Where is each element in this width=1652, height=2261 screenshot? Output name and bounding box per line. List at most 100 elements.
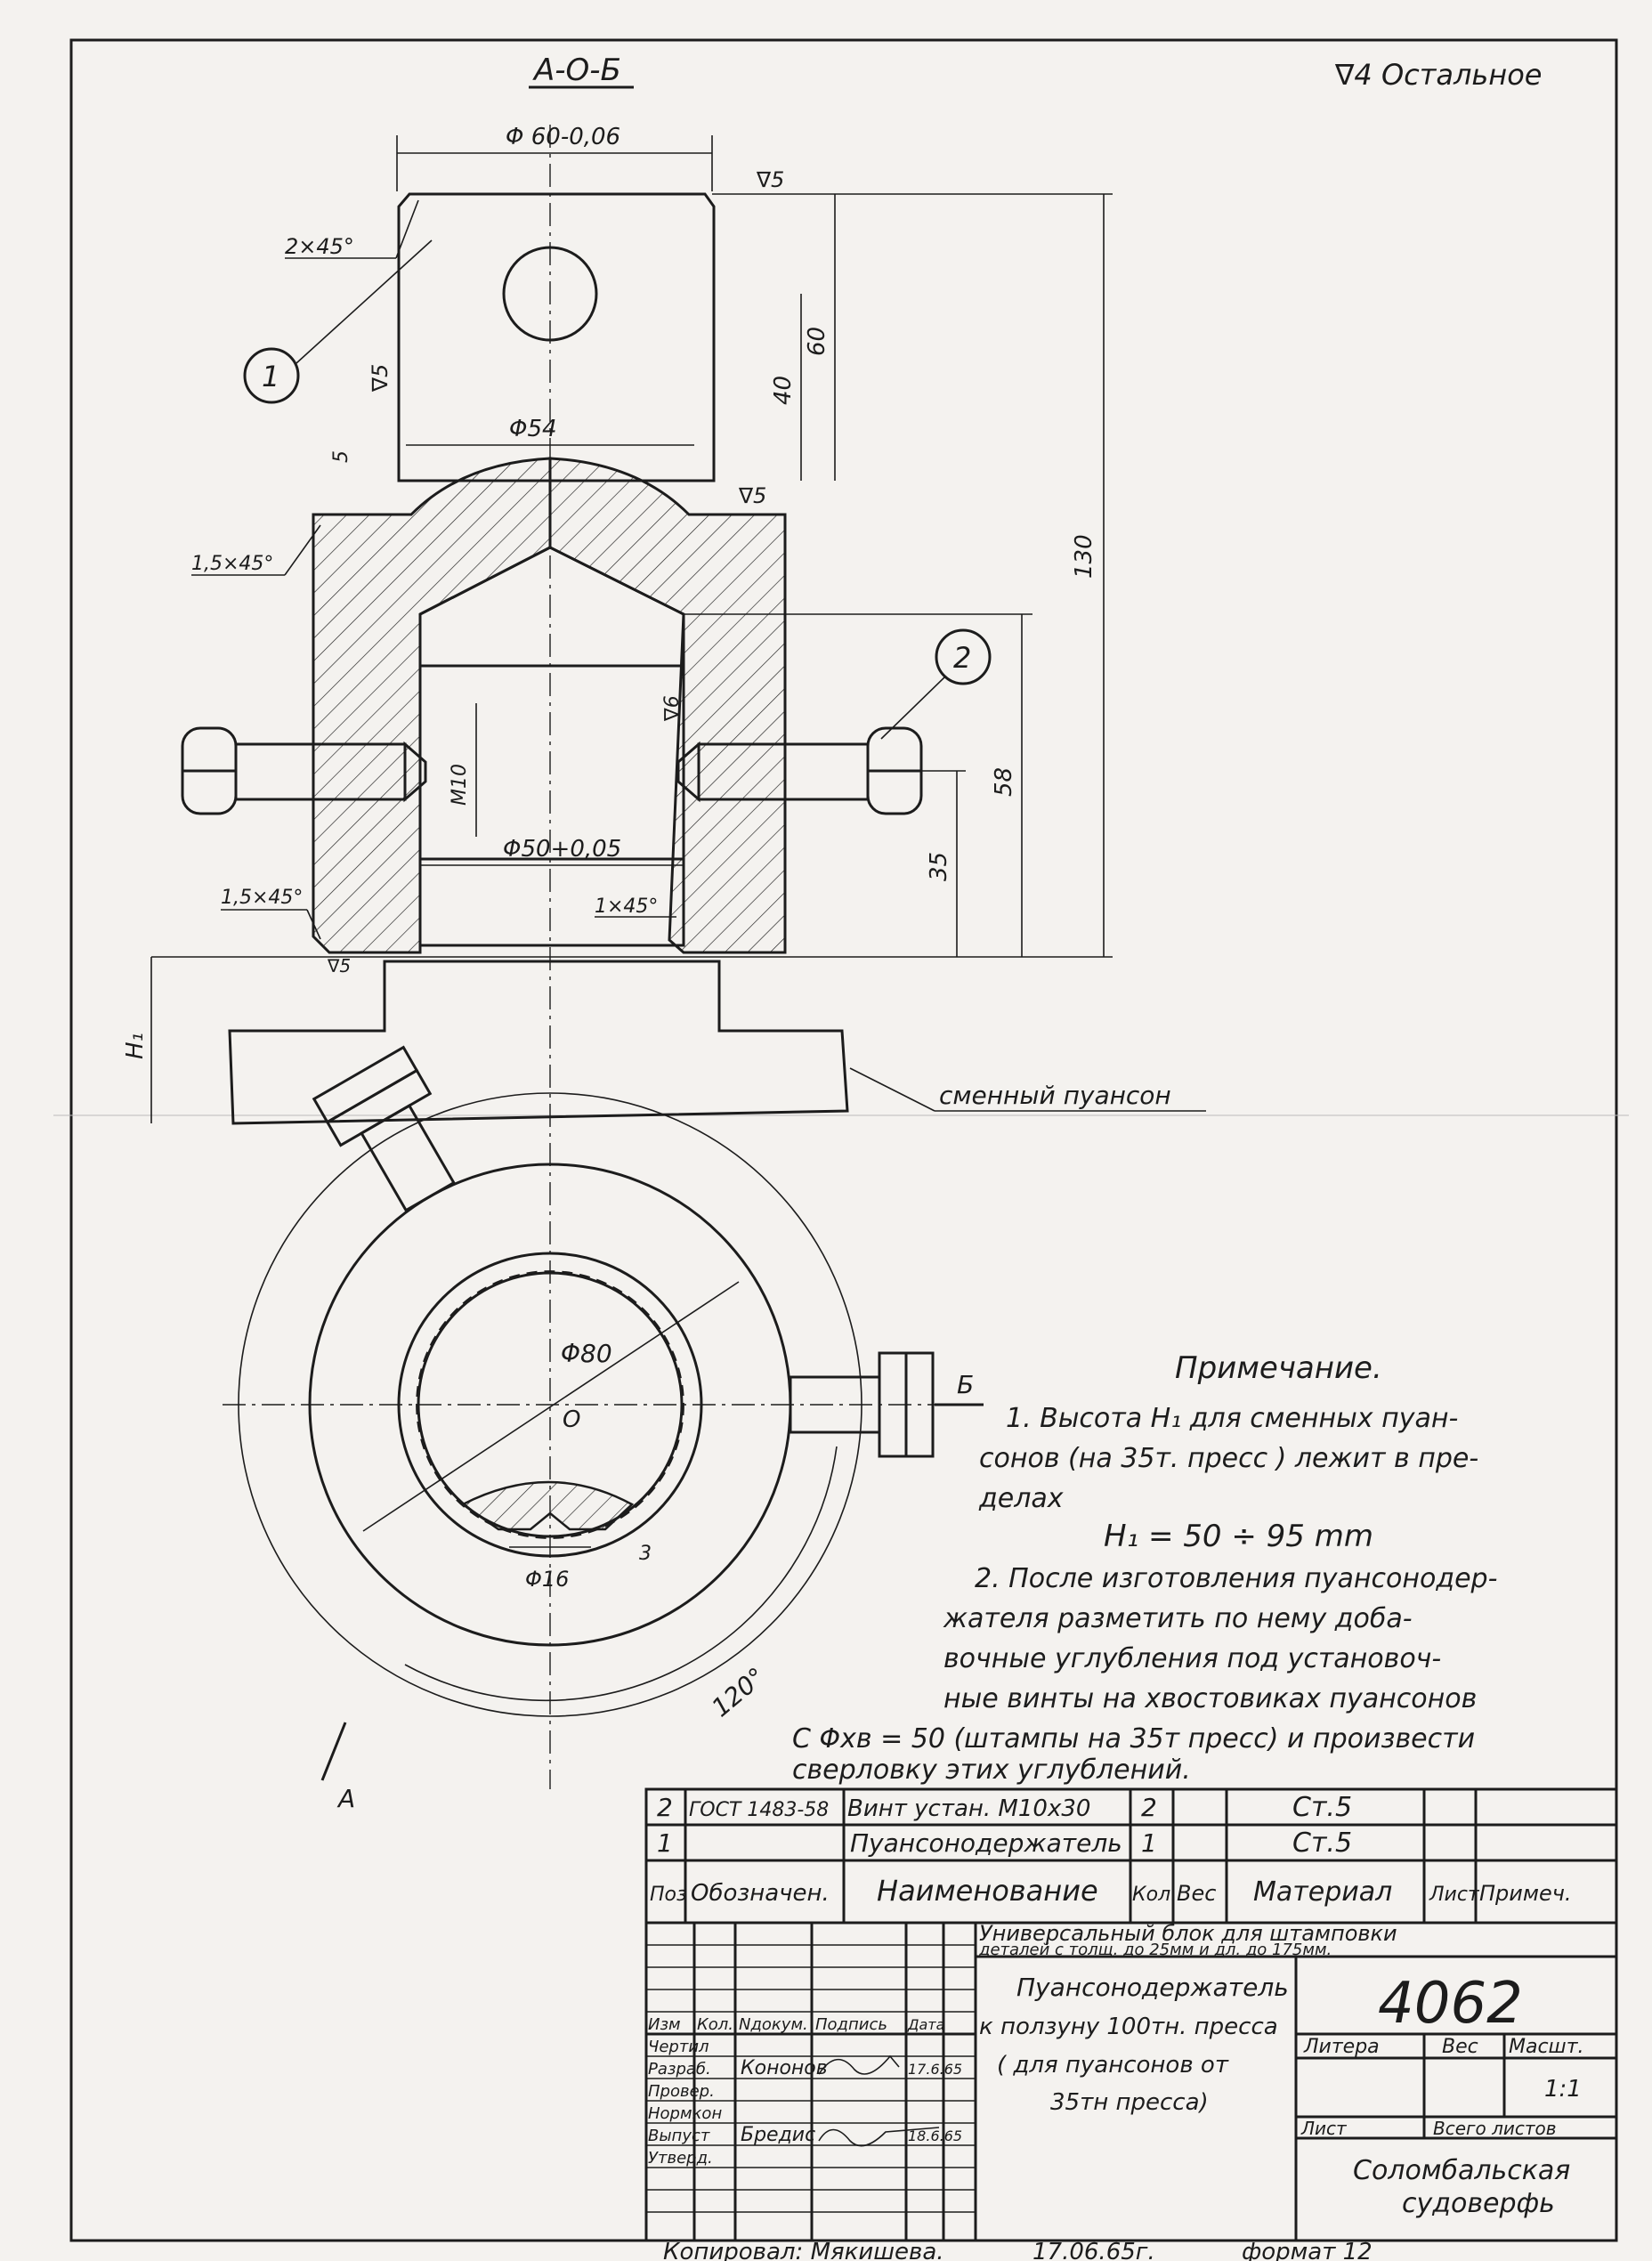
dim-h1: H₁ bbox=[122, 957, 152, 1123]
svg-text:130: 130 bbox=[1071, 534, 1097, 579]
assembly-title-2: деталей с толщ. до 25мм и дл. до 175мм. bbox=[978, 1941, 1332, 1959]
role-prover: Провер. bbox=[648, 2082, 715, 2101]
svg-text:Φ50+0,05: Φ50+0,05 bbox=[503, 836, 621, 863]
angle-120-arc bbox=[404, 1446, 838, 1702]
dim-d54: Φ54 bbox=[406, 416, 694, 446]
col-izm: Изм bbox=[648, 2015, 681, 2034]
center-o: О bbox=[563, 1406, 580, 1433]
header-name: Наименование bbox=[877, 1874, 1098, 1908]
punch-outer-circle bbox=[238, 1092, 862, 1717]
svg-text:40: 40 bbox=[770, 376, 797, 405]
holder-section-right bbox=[548, 457, 787, 954]
note-line-0: 1. Высота H₁ для сменных пуан- bbox=[1006, 1403, 1458, 1434]
svg-text:Φ80: Φ80 bbox=[561, 1339, 612, 1368]
part1-name: Пуансонодержатель bbox=[850, 1828, 1122, 1858]
header-material: Материал bbox=[1253, 1876, 1392, 1908]
finish-shoulder: ∇5 bbox=[738, 483, 766, 508]
note-line-6: вочные углубления под установоч- bbox=[943, 1643, 1441, 1674]
svg-text:Φ 60-0,06: Φ 60-0,06 bbox=[506, 124, 620, 150]
dim-3: 3 bbox=[639, 1543, 652, 1565]
svg-text:35: 35 bbox=[926, 852, 952, 881]
col-sign: Подпись bbox=[815, 2015, 887, 2034]
razrab-name: Кононов bbox=[741, 2057, 828, 2079]
organization-2: судоверфь bbox=[1402, 2188, 1555, 2219]
leader-replaceable-punch: сменный пуансон bbox=[939, 1081, 1171, 1110]
chamfer-15x45-top: 1,5×45° bbox=[191, 553, 273, 575]
note-line-5: жателя разметить по нему доба- bbox=[943, 1603, 1413, 1634]
col-date: Дата bbox=[907, 2016, 944, 2033]
drawing-title-3: ( для пуансонов от bbox=[997, 2052, 1229, 2079]
notes-title: Примечание. bbox=[1175, 1350, 1382, 1386]
drawing-title-1: Пуансонодержатель bbox=[1016, 1973, 1289, 2002]
note-line-3: H₁ = 50 ÷ 95 mm bbox=[1104, 1519, 1373, 1554]
part2-material: Ст.5 bbox=[1292, 1792, 1352, 1823]
section-b: Б bbox=[957, 1370, 974, 1399]
title-block bbox=[644, 1921, 1618, 2242]
finish-bore: ∇6 bbox=[661, 695, 684, 722]
label-list: Лист bbox=[1300, 2118, 1348, 2139]
header-qty: Кол. bbox=[1132, 1884, 1177, 1906]
vypusk-date: 18.6.65 bbox=[908, 2127, 962, 2144]
set-screw-top-left bbox=[312, 1045, 456, 1212]
scale-value: 1:1 bbox=[1544, 2076, 1582, 2103]
note-line-8: С Φхв = 50 (штампы на 35т пресс) и произ… bbox=[792, 1723, 1475, 1755]
assembly-title-1: Универсальный блок для штамповки bbox=[979, 1921, 1397, 1946]
shank-hole bbox=[502, 246, 598, 342]
vypusk-signature bbox=[818, 2127, 940, 2147]
shank-circle bbox=[397, 1252, 703, 1558]
header-designation: Обозначен. bbox=[691, 1880, 830, 1907]
dim-d60: Φ 60-0,06 bbox=[396, 124, 713, 191]
header-note: Примеч. bbox=[1479, 1881, 1572, 1906]
dim-40: 40 bbox=[770, 294, 802, 481]
note-line-1: сонов (на 35т. пресс ) лежит в пре- bbox=[979, 1443, 1478, 1474]
razrab-date: 17.6.65 bbox=[908, 2061, 962, 2078]
dim-130: 130 bbox=[712, 193, 1113, 957]
note-line-2: делах bbox=[978, 1483, 1064, 1514]
bore-outline bbox=[418, 546, 685, 947]
dim-m10: M10 bbox=[449, 703, 477, 837]
finish-bottom: ∇5 bbox=[327, 955, 351, 977]
set-screw-top-right bbox=[789, 1351, 935, 1458]
angle-120: 120° bbox=[706, 1662, 771, 1723]
section-a: А bbox=[336, 1784, 355, 1813]
finish-top-shank: ∇5 bbox=[756, 167, 784, 192]
label-litera: Литера bbox=[1303, 2036, 1380, 2058]
dim-60: 60 bbox=[804, 194, 836, 481]
document-number: 4062 bbox=[1378, 1971, 1523, 2037]
chamfer-15x45-bot: 1,5×45° bbox=[221, 887, 303, 909]
punch-outline bbox=[228, 960, 849, 1125]
shank-outline bbox=[397, 192, 716, 482]
role-vypusk: Выпуст bbox=[648, 2127, 710, 2145]
dim-35: 35 bbox=[921, 770, 966, 957]
finish-left-shank: ∇5 bbox=[368, 364, 393, 393]
callout-2 bbox=[935, 628, 992, 685]
note-line-9: сверловку этих углублений. bbox=[792, 1755, 1191, 1786]
role-normk: Нормкон bbox=[648, 2104, 722, 2123]
drawing-title-2: к ползуну 100тн. пресса bbox=[979, 2014, 1278, 2040]
label-vsego: Всего листов bbox=[1433, 2118, 1557, 2139]
role-cherti: Чертил bbox=[648, 2038, 709, 2056]
svg-text:60: 60 bbox=[804, 327, 830, 356]
bore-circle bbox=[417, 1271, 684, 1538]
part1-material: Ст.5 bbox=[1292, 1827, 1352, 1859]
col-ndoc: Nдокум. bbox=[739, 2015, 808, 2034]
chamfer-1x45: 1×45° bbox=[595, 895, 658, 918]
part1-pos: 1 bbox=[657, 1828, 673, 1858]
vypusk-name: Бредис bbox=[741, 2124, 815, 2146]
label-masht: Масшт. bbox=[1509, 2036, 1584, 2058]
copied-date: 17.06.65г. bbox=[1032, 2239, 1155, 2261]
organization-1: Соломбальская bbox=[1353, 2155, 1570, 2186]
role-utverd: Утверд. bbox=[648, 2149, 713, 2168]
svg-text:Φ54: Φ54 bbox=[509, 416, 557, 442]
part2-pos: 2 bbox=[657, 1793, 673, 1822]
bore-hidden-circle bbox=[416, 1270, 684, 1539]
surface-finish-rest: ∇4 Остальное bbox=[1334, 58, 1542, 92]
dim-d50: Φ50+0,05 bbox=[420, 836, 684, 866]
note-line-7: ные винты на хвостовиках пуансонов bbox=[943, 1683, 1477, 1714]
dim-5: 5 bbox=[330, 450, 352, 463]
chamfer-2x45: 2×45° bbox=[285, 234, 354, 259]
header-pos: Поз bbox=[650, 1884, 687, 1906]
svg-text:M10: M10 bbox=[449, 764, 471, 806]
svg-text:58: 58 bbox=[991, 767, 1017, 797]
